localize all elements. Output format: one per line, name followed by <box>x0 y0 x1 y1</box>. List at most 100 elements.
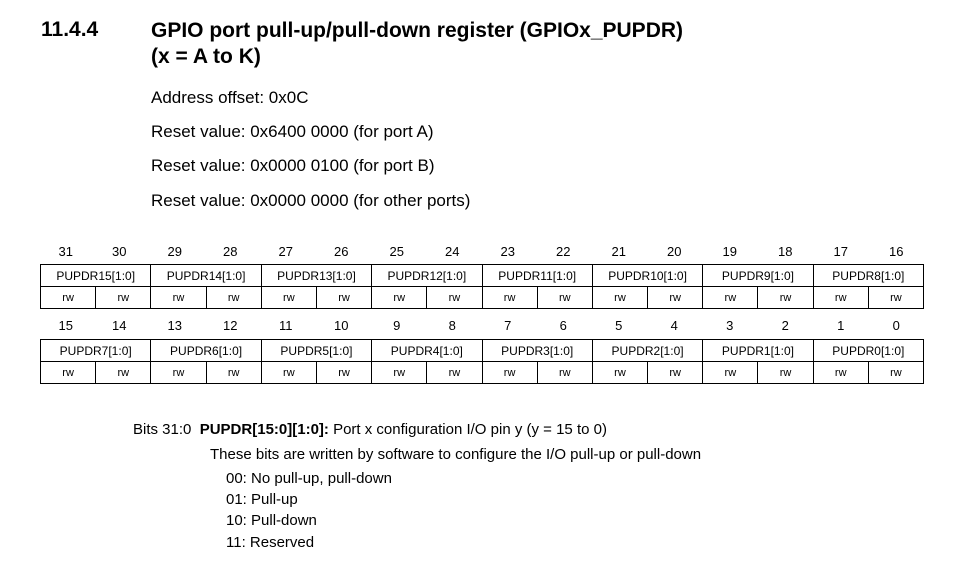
register-field-cell: PUPDR10[1:0] <box>591 264 704 287</box>
bit-number: 16 <box>889 244 904 259</box>
register-field-cell: PUPDR4[1:0] <box>371 339 483 362</box>
register-field-cell: PUPDR15[1:0] <box>39 264 152 287</box>
access-cell: rw <box>260 286 317 309</box>
access-cell: rw <box>426 361 483 384</box>
bit-number: 3 <box>726 318 734 333</box>
bit-number: 18 <box>778 244 793 259</box>
bit-number: 1 <box>837 318 845 333</box>
access-cell: rw <box>260 361 317 384</box>
bits-description: Bits 31:0 PUPDR[15:0][1:0]: Port x confi… <box>133 421 607 438</box>
bit-number: 25 <box>389 244 405 259</box>
access-cell: rw <box>205 286 262 309</box>
bit-number: 15 <box>58 318 73 333</box>
access-cell: rw <box>371 361 428 384</box>
access-cell: rw <box>591 361 649 384</box>
register-field-cell: PUPDR14[1:0] <box>150 264 262 287</box>
access-cell: rw <box>481 361 538 384</box>
bit-number: 28 <box>223 244 238 259</box>
register-field-cell: PUPDR3[1:0] <box>481 339 593 362</box>
access-cell: rw <box>150 286 207 309</box>
access-cell: rw <box>812 361 869 384</box>
reset-value-other: Reset value: 0x0000 0000 (for other port… <box>151 191 471 210</box>
access-cell: rw <box>315 361 373 384</box>
bit-number: 9 <box>393 318 401 333</box>
access-cell: rw <box>39 286 97 309</box>
access-cell: rw <box>371 286 428 309</box>
bit-number: 17 <box>833 244 849 259</box>
bit-number: 0 <box>892 318 900 333</box>
section-title-line1: GPIO port pull-up/pull-down register (GP… <box>151 19 684 42</box>
access-cell: rw <box>426 286 483 309</box>
access-cell: rw <box>95 361 152 384</box>
section-number: 11.4.4 <box>41 18 99 41</box>
bit-number: 6 <box>559 318 567 333</box>
register-field-cell: PUPDR9[1:0] <box>702 264 814 287</box>
bit-number: 24 <box>445 244 460 259</box>
bit-number: 21 <box>611 244 627 259</box>
access-cell: rw <box>757 361 814 384</box>
access-cell: rw <box>205 361 262 384</box>
access-cell: rw <box>591 286 649 309</box>
field-summary: These bits are written by software to co… <box>210 446 702 463</box>
register-lower-half: PUPDR7[1:0]PUPDR6[1:0]PUPDR5[1:0]PUPDR4[… <box>39 339 925 384</box>
access-cell: rw <box>536 286 593 309</box>
register-field-cell: PUPDR12[1:0] <box>371 264 483 287</box>
bit-number: 26 <box>334 244 349 259</box>
bit-number: 31 <box>58 244 73 259</box>
register-field-cell: PUPDR7[1:0] <box>39 339 152 362</box>
register-field-cell: PUPDR8[1:0] <box>812 264 925 287</box>
access-cell: rw <box>757 286 814 309</box>
access-cell: rw <box>39 361 97 384</box>
bits-label: Bits 31:0 <box>133 421 192 438</box>
bit-number: 20 <box>667 244 682 259</box>
field-name: PUPDR[15:0][1:0]: <box>199 421 329 438</box>
bit-number: 13 <box>167 318 183 333</box>
access-cell: rw <box>867 361 925 384</box>
register-field-cell: PUPDR5[1:0] <box>260 339 373 362</box>
access-cell: rw <box>150 361 207 384</box>
option-10: 10: Pull-down <box>226 512 317 529</box>
bit-number: 8 <box>448 318 456 333</box>
bit-number: 27 <box>278 244 294 259</box>
register-upper-half: PUPDR15[1:0]PUPDR14[1:0]PUPDR13[1:0]PUPD… <box>39 264 925 309</box>
reset-value-port-b: Reset value: 0x0000 0100 (for port B) <box>151 156 435 175</box>
option-11: 11: Reserved <box>226 534 315 551</box>
access-cell: rw <box>702 286 759 309</box>
bit-number: 4 <box>670 318 678 333</box>
reset-value-port-a: Reset value: 0x6400 0000 (for port A) <box>151 122 434 141</box>
access-cell: rw <box>481 286 538 309</box>
bit-number: 2 <box>781 318 789 333</box>
access-cell: rw <box>315 286 373 309</box>
bit-number: 12 <box>223 318 238 333</box>
access-cell: rw <box>702 361 759 384</box>
bit-number: 29 <box>167 244 183 259</box>
option-00: 00: No pull-up, pull-down <box>226 470 392 487</box>
register-field-cell: PUPDR13[1:0] <box>260 264 373 287</box>
register-field-cell: PUPDR0[1:0] <box>812 339 925 362</box>
bit-number: 30 <box>112 244 127 259</box>
bit-number: 7 <box>504 318 512 333</box>
access-cell: rw <box>647 286 704 309</box>
access-cell: rw <box>536 361 593 384</box>
section-title-line2: (x = A to K) <box>151 45 261 68</box>
address-offset: Address offset: 0x0C <box>151 88 309 107</box>
register-field-cell: PUPDR11[1:0] <box>481 264 593 287</box>
upper-bit-numbers: 31 30 29 28 27 26 25 24 23 22 21 20 19 18 17 16 <box>40 244 924 259</box>
bit-number: 11 <box>279 318 293 333</box>
bit-number: 22 <box>556 244 571 259</box>
option-01: 01: Pull-up <box>226 491 298 508</box>
access-cell: rw <box>95 286 152 309</box>
register-field-cell: PUPDR6[1:0] <box>150 339 262 362</box>
bit-number: 19 <box>722 244 738 259</box>
section-title: GPIO port pull-up/pull-down register (GP… <box>151 18 683 70</box>
access-cell: rw <box>867 286 925 309</box>
bit-number: 10 <box>334 318 349 333</box>
bit-number: 23 <box>500 244 516 259</box>
register-field-cell: PUPDR2[1:0] <box>591 339 704 362</box>
bit-number: 14 <box>112 318 127 333</box>
access-cell: rw <box>812 286 869 309</box>
field-description: Port x configuration I/O pin y (y = 15 t… <box>328 421 607 438</box>
bit-number: 5 <box>615 318 623 333</box>
access-cell: rw <box>647 361 704 384</box>
